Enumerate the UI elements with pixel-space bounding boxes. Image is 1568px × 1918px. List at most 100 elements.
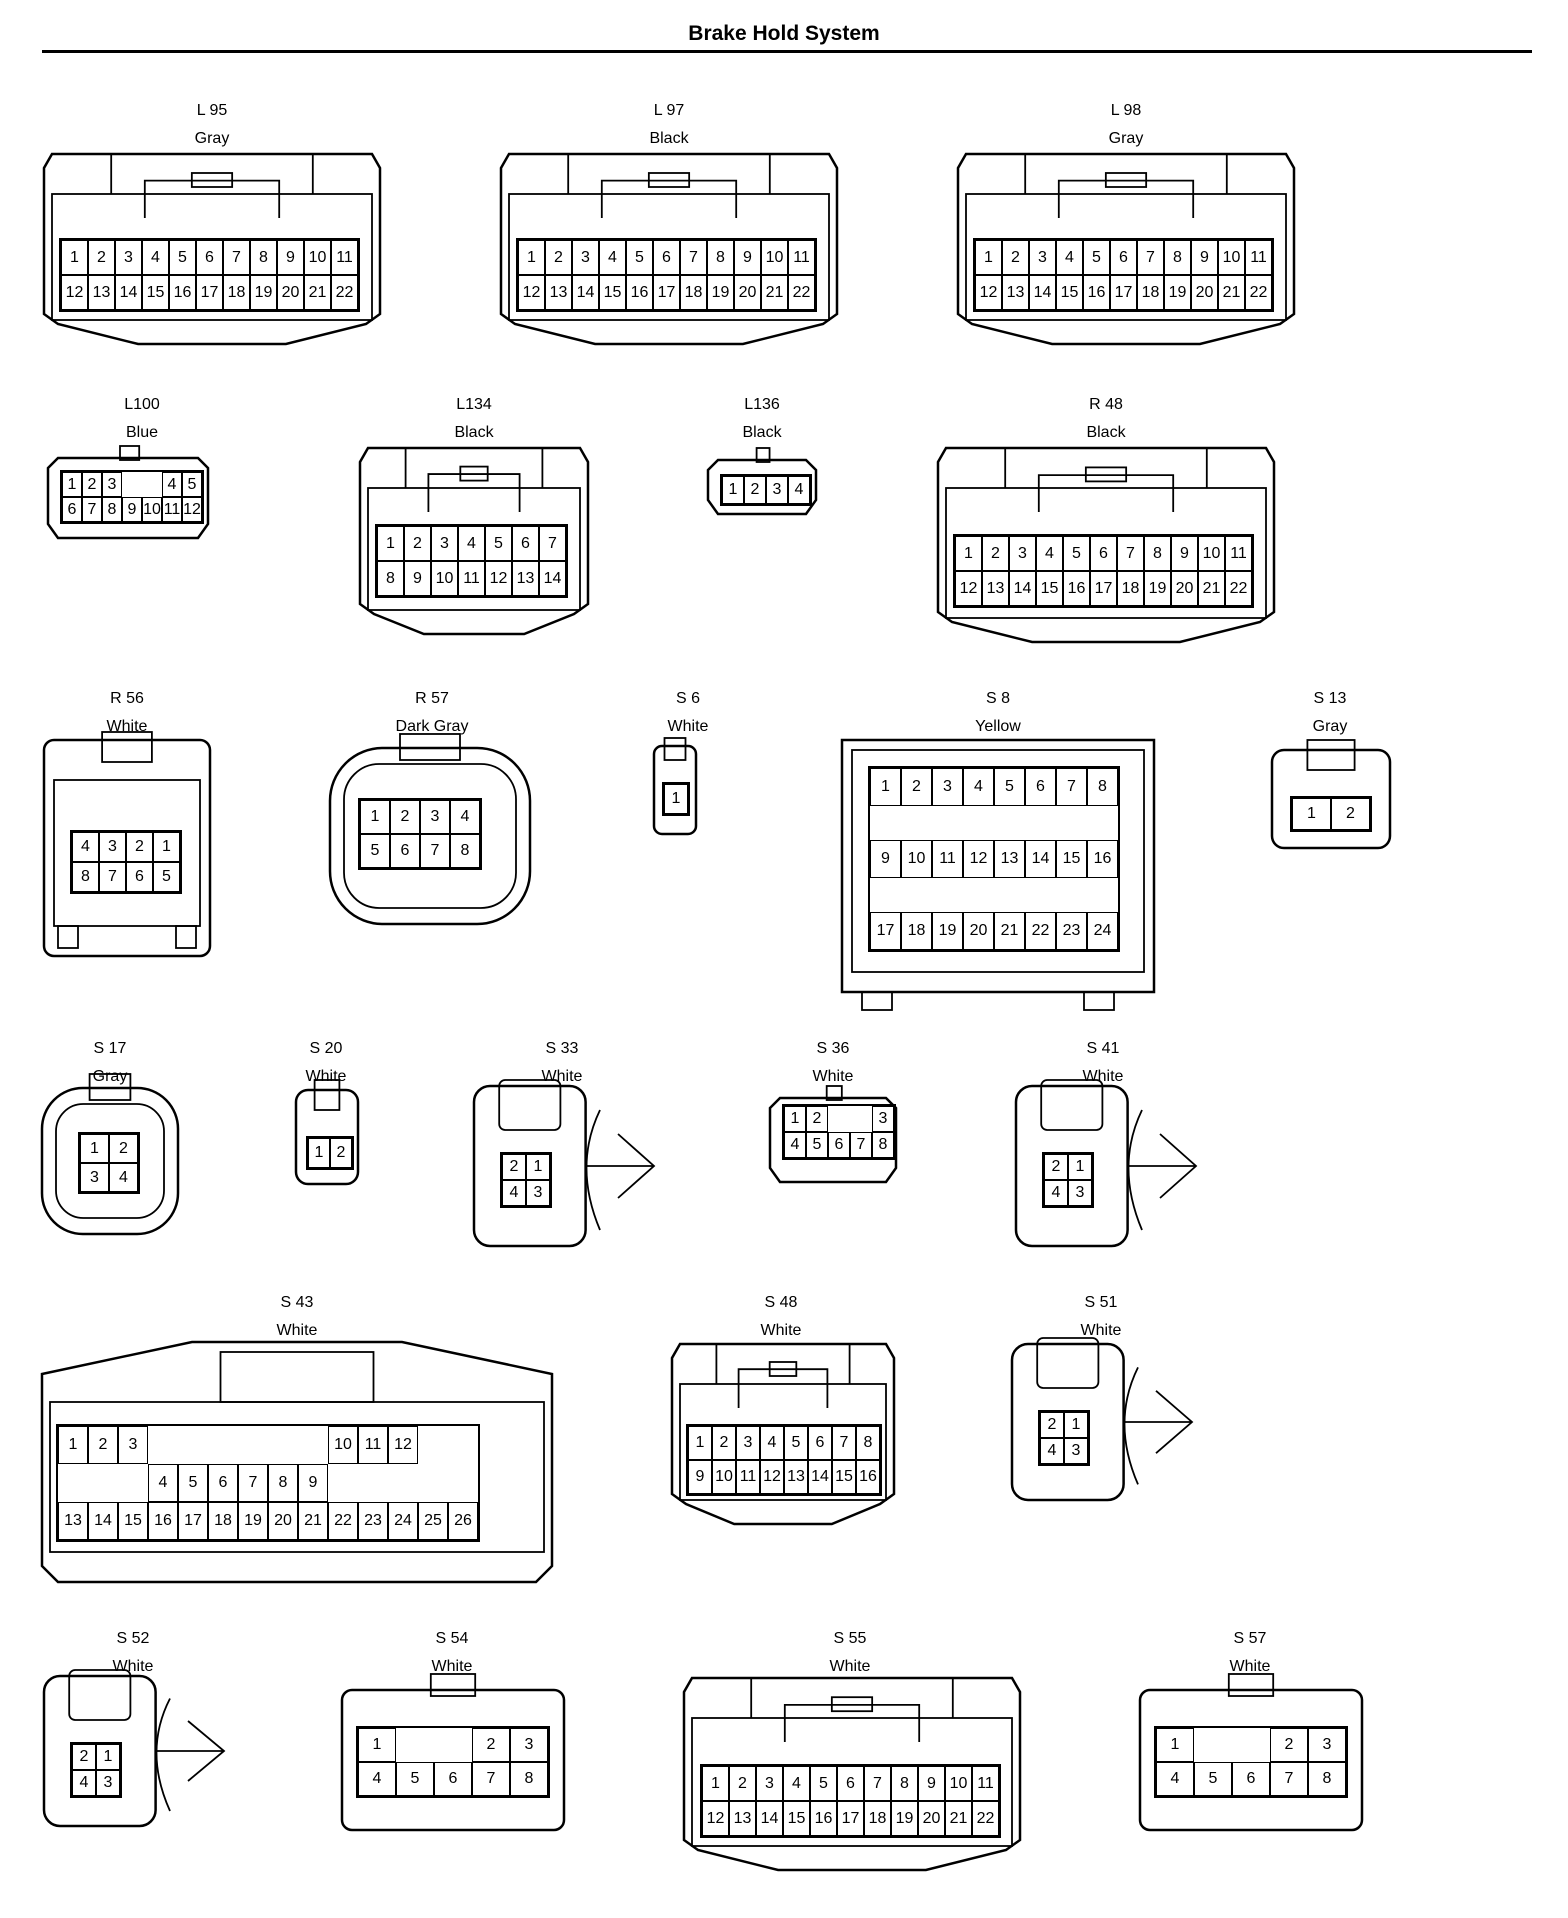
pin-8: 8 bbox=[1087, 768, 1118, 806]
pin-7: 7 bbox=[420, 834, 450, 868]
pin-1: 1 bbox=[58, 1426, 88, 1464]
connector-shell bbox=[328, 733, 532, 926]
pin-14: 14 bbox=[808, 1460, 832, 1494]
connector-color-r57: Dark Gray bbox=[395, 718, 469, 735]
connector-shell bbox=[670, 1342, 896, 1526]
pin-11: 11 bbox=[736, 1460, 760, 1494]
connector-color-s33: White bbox=[541, 1068, 583, 1085]
connector-id-s48: S 48 bbox=[764, 1294, 798, 1311]
pin-13: 13 bbox=[545, 275, 572, 310]
connector-color-s51: White bbox=[1080, 1322, 1122, 1339]
pin-20: 20 bbox=[1171, 571, 1198, 606]
pin-22: 22 bbox=[788, 275, 815, 310]
pin-20: 20 bbox=[277, 275, 304, 310]
pin-5: 5 bbox=[784, 1426, 808, 1460]
pin-5: 5 bbox=[360, 834, 390, 868]
pin-6: 6 bbox=[390, 834, 420, 868]
pin-12: 12 bbox=[518, 275, 545, 310]
connector-id-s51: S 51 bbox=[1084, 1294, 1118, 1311]
connector-id-s36: S 36 bbox=[816, 1040, 850, 1057]
connector-color-s41: White bbox=[1082, 1068, 1124, 1085]
connector-shell bbox=[1138, 1673, 1364, 1832]
pin-3: 3 bbox=[115, 240, 142, 275]
pin-3: 3 bbox=[420, 800, 450, 834]
pin-22: 22 bbox=[972, 1801, 999, 1836]
pin-14: 14 bbox=[1009, 571, 1036, 606]
connector-color-r56: White bbox=[106, 718, 148, 735]
pin-11: 11 bbox=[1245, 240, 1272, 275]
pin-15: 15 bbox=[1036, 571, 1063, 606]
connector-color-s17: Gray bbox=[92, 1068, 128, 1085]
connector-id-s54: S 54 bbox=[435, 1630, 469, 1647]
pin-17: 17 bbox=[837, 1801, 864, 1836]
pin-2: 2 bbox=[982, 536, 1009, 571]
pin-11: 11 bbox=[788, 240, 815, 275]
connector-id-s52: S 52 bbox=[116, 1630, 150, 1647]
pin-2: 2 bbox=[330, 1138, 352, 1168]
pin-8: 8 bbox=[891, 1766, 918, 1801]
pin-21: 21 bbox=[298, 1502, 328, 1540]
pin-4: 4 bbox=[788, 476, 810, 504]
connector-id-s55: S 55 bbox=[833, 1630, 867, 1647]
pin-3: 3 bbox=[1009, 536, 1036, 571]
pin-5: 5 bbox=[169, 240, 196, 275]
pin-7: 7 bbox=[539, 526, 566, 561]
connector-shell bbox=[682, 1676, 1022, 1872]
pin-17: 17 bbox=[1090, 571, 1117, 606]
pin-9: 9 bbox=[277, 240, 304, 275]
pin-2: 2 bbox=[1002, 240, 1029, 275]
pin-blank bbox=[118, 1464, 148, 1502]
pin-3: 3 bbox=[736, 1426, 760, 1460]
pin-11: 11 bbox=[162, 497, 182, 522]
pin-15: 15 bbox=[142, 275, 169, 310]
pin-14: 14 bbox=[88, 1502, 118, 1540]
pin-2: 2 bbox=[1044, 1154, 1068, 1180]
pin-7: 7 bbox=[238, 1464, 268, 1502]
pin-8: 8 bbox=[72, 862, 99, 892]
pin-4: 4 bbox=[458, 526, 485, 561]
connector-shell bbox=[1010, 1337, 1194, 1502]
pin-4: 4 bbox=[599, 240, 626, 275]
pin-5: 5 bbox=[806, 1132, 828, 1158]
pin-7: 7 bbox=[1137, 240, 1164, 275]
pin-3: 3 bbox=[1308, 1728, 1346, 1762]
pin-1: 1 bbox=[664, 784, 688, 814]
pin-15: 15 bbox=[1056, 840, 1087, 878]
pin-5: 5 bbox=[182, 472, 202, 497]
pin-16: 16 bbox=[169, 275, 196, 310]
pin-1: 1 bbox=[308, 1138, 330, 1168]
pin-3: 3 bbox=[932, 768, 963, 806]
pin-2: 2 bbox=[82, 472, 102, 497]
pin-1: 1 bbox=[975, 240, 1002, 275]
pin-9: 9 bbox=[918, 1766, 945, 1801]
pin-blank bbox=[88, 1464, 118, 1502]
pin-20: 20 bbox=[1191, 275, 1218, 310]
pin-26: 26 bbox=[448, 1502, 478, 1540]
pin-1: 1 bbox=[955, 536, 982, 571]
pin-22: 22 bbox=[331, 275, 358, 310]
connector-shell bbox=[40, 1073, 180, 1236]
connector-id-s43: S 43 bbox=[280, 1294, 314, 1311]
pin-10: 10 bbox=[901, 840, 932, 878]
pin-12: 12 bbox=[388, 1426, 418, 1464]
connector-color-l95: Gray bbox=[194, 130, 230, 147]
pin-12: 12 bbox=[485, 561, 512, 596]
connector-id-l97: L 97 bbox=[653, 102, 685, 119]
pin-3: 3 bbox=[756, 1766, 783, 1801]
pin-4: 4 bbox=[1036, 536, 1063, 571]
connector-shell bbox=[40, 1340, 554, 1584]
pin-21: 21 bbox=[994, 912, 1025, 950]
pin-3: 3 bbox=[526, 1180, 550, 1206]
pin-1: 1 bbox=[153, 832, 180, 862]
